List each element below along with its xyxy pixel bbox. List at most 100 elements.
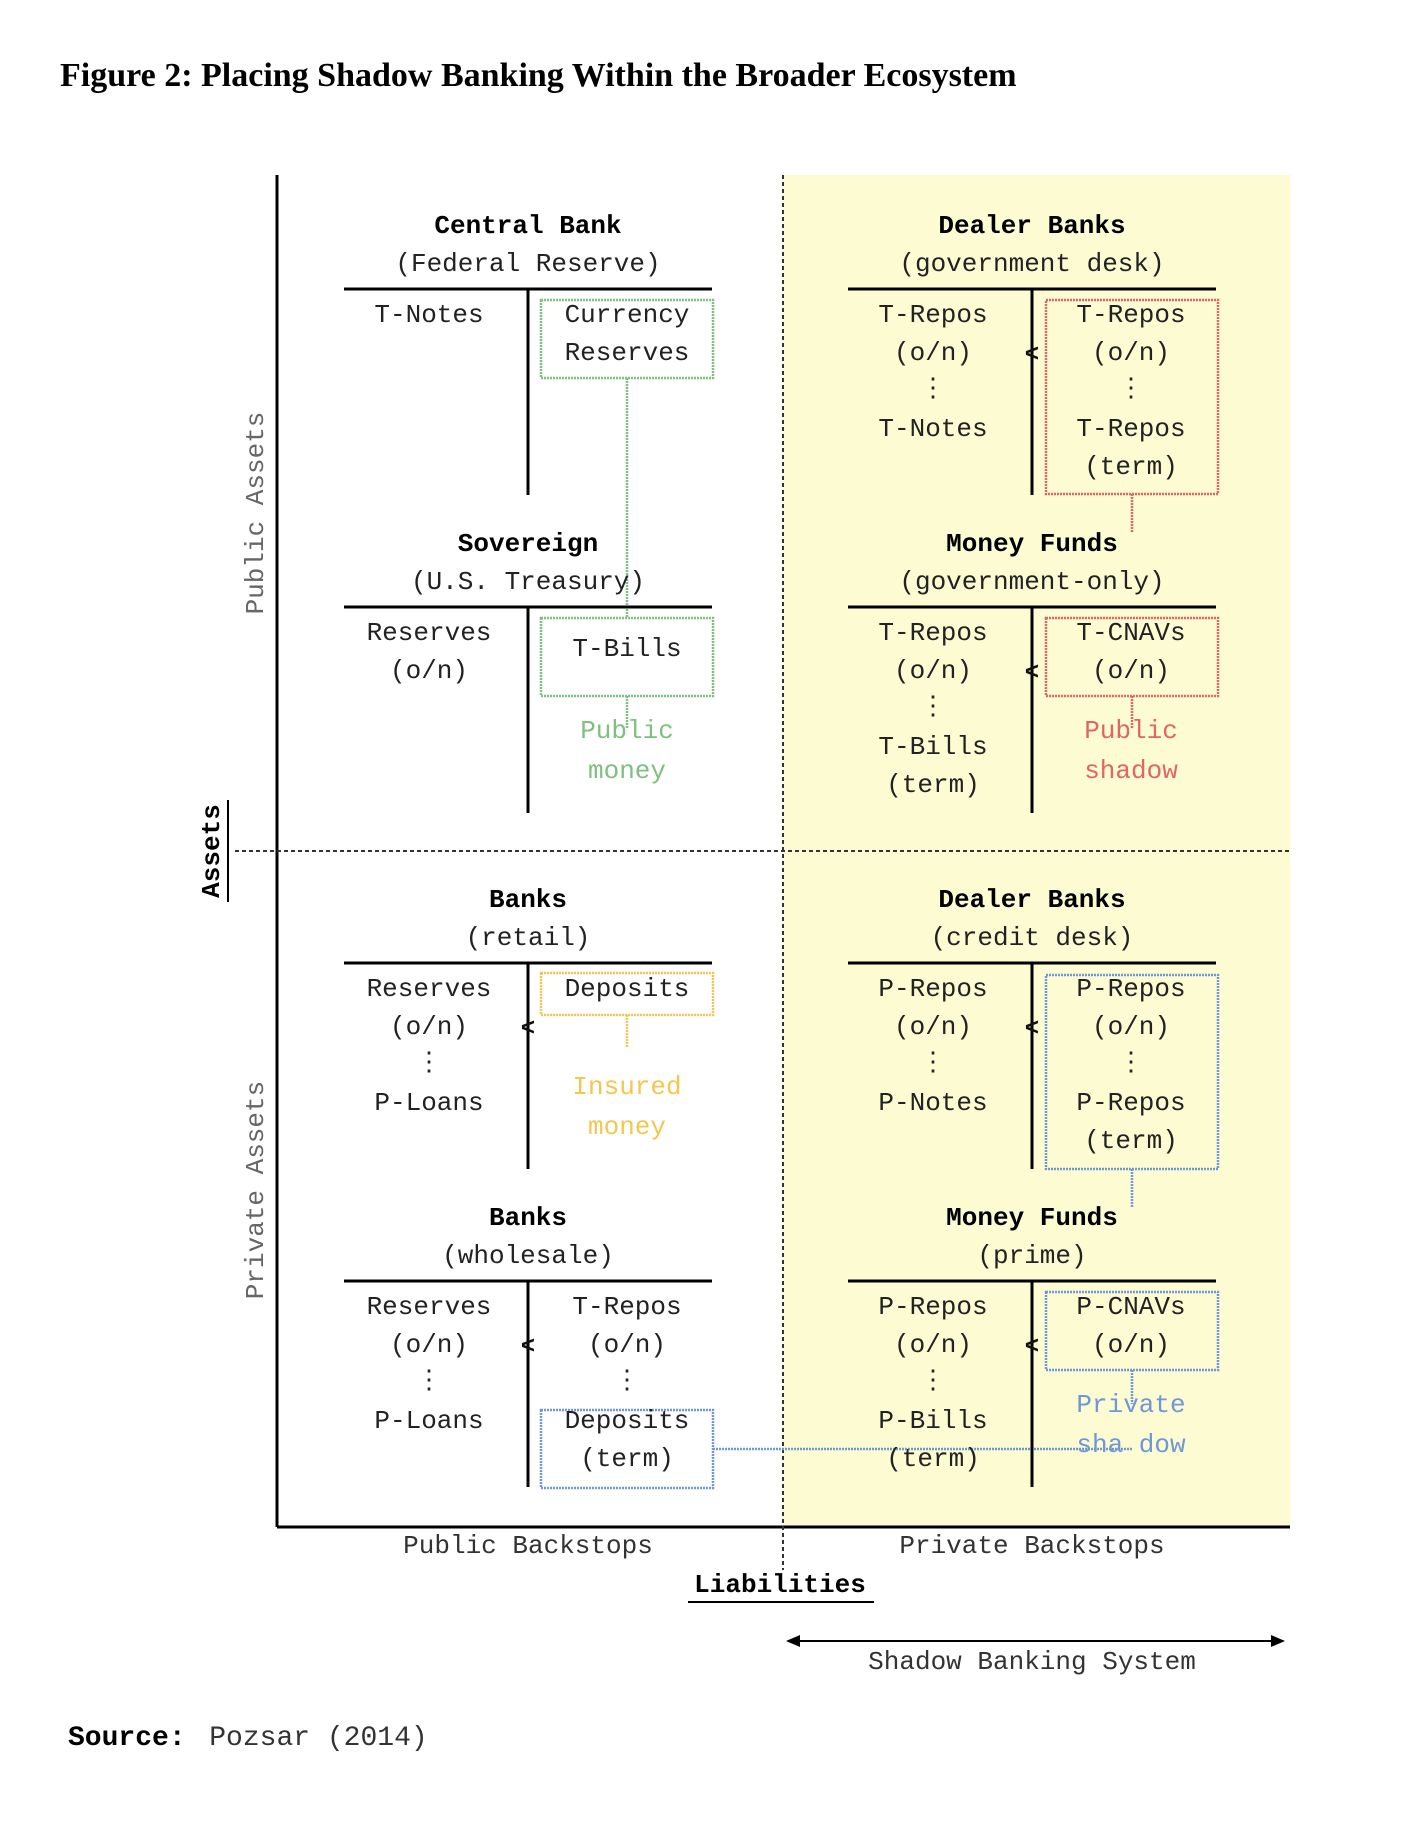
liability-item: (term) (1084, 452, 1178, 482)
panel-subtitle: (U.S. Treasury) (411, 567, 645, 597)
asset-item: ⋮ (920, 374, 946, 404)
liability-item: Reserves (565, 338, 690, 368)
liability-item: ⋮ (1118, 374, 1144, 404)
source-text: Pozsar (2014) (209, 1723, 427, 1754)
asset-item: T-Repos (878, 300, 987, 330)
money-type-label: Insured (572, 1072, 681, 1102)
asset-item: (o/n) (894, 656, 972, 686)
asset-item: P-Loans (374, 1088, 483, 1118)
asset-item: (o/n) (894, 1330, 972, 1360)
shadow-system-label: Shadow Banking System (868, 1647, 1196, 1677)
asset-item: (term) (886, 1444, 980, 1474)
source-label: Source: (68, 1723, 186, 1754)
asset-item: Reserves (367, 1292, 492, 1322)
asset-item: (o/n) (390, 1330, 468, 1360)
asset-item: Reserves (367, 618, 492, 648)
liability-item: P-CNAVs (1076, 1292, 1185, 1322)
money-type-label: money (588, 1112, 666, 1142)
liability-item: ⋮ (614, 1366, 640, 1396)
asset-item: P-Repos (878, 974, 987, 1004)
axis-label-liabilities: Liabilities (694, 1570, 866, 1600)
asset-item: P-Notes (878, 1088, 987, 1118)
panel-subtitle: (government-only) (899, 567, 1164, 597)
money-type-label: shadow (1084, 756, 1178, 786)
panel-subtitle: (wholesale) (442, 1241, 614, 1271)
asset-item: ⋮ (920, 692, 946, 722)
panel-dealer_credit: Dealer Banks (credit desk) P-Repos (o/n) ⋮ P-… (848, 885, 1216, 1169)
panel-subtitle: (prime) (977, 1241, 1086, 1271)
panel-title: Money Funds (946, 1203, 1118, 1233)
axis-label-public-backstops: Public Backstops (403, 1531, 653, 1561)
axis-label-private-assets: Private Assets (241, 1081, 271, 1299)
liability-item: T-Repos (1076, 414, 1185, 444)
liability-item: (o/n) (1092, 1012, 1170, 1042)
asset-item: T-Repos (878, 618, 987, 648)
asset-item: Reserves (367, 974, 492, 1004)
asset-item: T-Bills (878, 732, 987, 762)
asset-item: ⋮ (920, 1366, 946, 1396)
asset-item: P-Bills (878, 1406, 987, 1436)
panel-mmf_prime: Money Funds (prime) P-Repos (o/n) ⋮ P-Bills (t… (848, 1203, 1216, 1487)
liability-item: P-Repos (1076, 1088, 1185, 1118)
figure-title: Figure 2: Placing Shadow Banking Within … (60, 57, 1017, 94)
liability-item: Currency (565, 300, 690, 330)
liability-item: (o/n) (1092, 338, 1170, 368)
panel-sovereign: Sovereign(U.S. Treasury)Reserves(o/n)T-B… (344, 529, 712, 813)
panel-mmf_gov: Money Funds (government-only) T-Repos (o/n)… (848, 529, 1216, 813)
liability-item: P-Repos (1076, 974, 1185, 1004)
panel-subtitle: (government desk) (899, 249, 1164, 279)
liability-item: (o/n) (1092, 1330, 1170, 1360)
less-than-sign: < (1025, 342, 1039, 369)
panel-banks_wholesale: Banks (wholesale) Reserves (o/n) ⋮ P-Loans T-R… (344, 1203, 712, 1487)
money-type-label: Public (1084, 716, 1178, 746)
asset-item: ⋮ (416, 1048, 442, 1078)
panel-title: Dealer Banks (938, 211, 1125, 241)
panel-subtitle: (retail) (466, 923, 591, 953)
asset-item: (o/n) (390, 1012, 468, 1042)
liability-item: Deposits (565, 974, 690, 1004)
panel-dealer_gov: Dealer Banks (government desk) T-Repos (o/n… (848, 211, 1216, 495)
liability-item: Deposits (565, 1406, 690, 1436)
asset-item: ⋮ (416, 1366, 442, 1396)
liability-item: ⋮ (1118, 1048, 1144, 1078)
liability-item: (o/n) (1092, 656, 1170, 686)
liability-item: (o/n) (588, 1330, 666, 1360)
panel-title: Dealer Banks (938, 885, 1125, 915)
asset-item: (o/n) (894, 338, 972, 368)
less-than-sign: < (1025, 660, 1039, 687)
panel-title: Banks (489, 885, 567, 915)
asset-item: P-Repos (878, 1292, 987, 1322)
panel-title: Central Bank (434, 211, 621, 241)
asset-item: T-Notes (374, 300, 483, 330)
asset-item: T-Notes (878, 414, 987, 444)
asset-item: ⋮ (920, 1048, 946, 1078)
less-than-sign: < (1025, 1334, 1039, 1361)
liability-item: T-Repos (572, 1292, 681, 1322)
panel-title: Sovereign (458, 529, 598, 559)
liability-item: (term) (1084, 1126, 1178, 1156)
money-type-label: Public (580, 716, 674, 746)
asset-item: (o/n) (894, 1012, 972, 1042)
balance-sheet-panels: Central Bank (Federal Reserve) T-Notes Curr… (344, 211, 1216, 1487)
panel-subtitle: (credit desk) (931, 923, 1134, 953)
panel-central_bank: Central Bank (Federal Reserve) T-Notes Curr… (344, 211, 712, 495)
liability-item: T-Bills (572, 634, 681, 664)
axis-label-public-assets: Public Assets (241, 412, 271, 615)
liability-item: T-CNAVs (1076, 618, 1185, 648)
liability-item: T-Repos (1076, 300, 1185, 330)
less-than-sign: < (521, 1334, 535, 1361)
panel-title: Money Funds (946, 529, 1118, 559)
money-type-label: Private (1076, 1390, 1185, 1420)
liability-item: (term) (580, 1444, 674, 1474)
less-than-sign: < (1025, 1016, 1039, 1043)
panel-title: Banks (489, 1203, 567, 1233)
panel-subtitle: (Federal Reserve) (395, 249, 660, 279)
money-type-label: money (588, 756, 666, 786)
less-than-sign: < (521, 1016, 535, 1043)
source-line: Source: Pozsar (2014) (68, 1723, 428, 1754)
axis-label-private-backstops: Private Backstops (899, 1531, 1164, 1561)
panel-banks_retail: Banks (retail) Reserves (o/n) ⋮ P-Loans Deposi… (344, 885, 712, 1169)
asset-item: P-Loans (374, 1406, 483, 1436)
asset-item: (term) (886, 770, 980, 800)
